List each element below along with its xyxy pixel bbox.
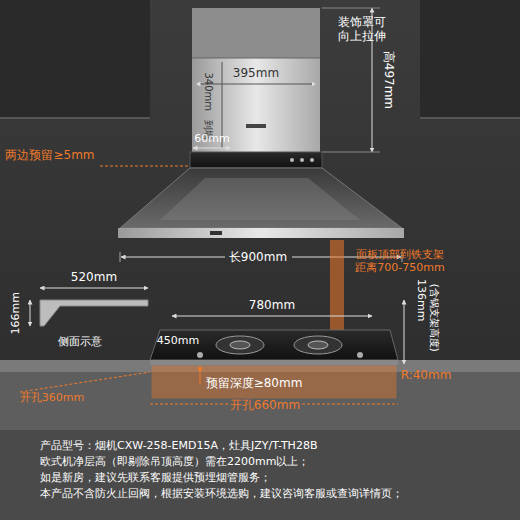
dimension: 780mm <box>249 299 295 313</box>
dimension: 450mm <box>157 335 199 348</box>
dimension: 520mm <box>71 271 117 285</box>
caption-text: 侧面示意 <box>58 336 102 349</box>
dimension: R:40mm <box>401 369 452 383</box>
dimension: 高497mm <box>381 51 395 109</box>
dimension: 136mm <box>414 279 427 321</box>
dimension: 395mm <box>233 67 279 81</box>
dimension: (含锅支架高度) <box>428 284 440 352</box>
dimension: 两边预留≥5mm <box>5 149 94 163</box>
dimension: 开孔360mm <box>20 392 84 405</box>
dimension: 预留深度≥80mm <box>206 377 303 391</box>
dimension: 长900mm <box>229 251 287 265</box>
dimension: 166mm <box>10 292 23 334</box>
note-panel: 产品型号：烟机CXW-258-EMD15A，灶具JZY/T-TH28B欧式机净层… <box>0 430 520 520</box>
note-text: 本产品不含防火止回阀，根据安装环境选购，建议咨询客服或查询详情页； <box>40 486 514 502</box>
dimension: 开孔660mm <box>230 399 300 413</box>
dimension: 面板顶部到铁支架距离700-750mm <box>352 249 448 274</box>
dimension: 340mm <box>202 73 214 112</box>
note-text: 如是新房，建议先联系客服提供预埋烟管服务； <box>40 470 514 486</box>
dimension: 60mm <box>194 133 229 146</box>
note-text: 欧式机净层高（即剔除吊顶高度）需在2200mm以上； <box>40 454 514 470</box>
note: 装饰罩可向上拉伸 <box>334 16 390 44</box>
note-text: 产品型号：烟机CXW-258-EMD15A，灶具JZY/T-TH28B <box>40 438 514 454</box>
